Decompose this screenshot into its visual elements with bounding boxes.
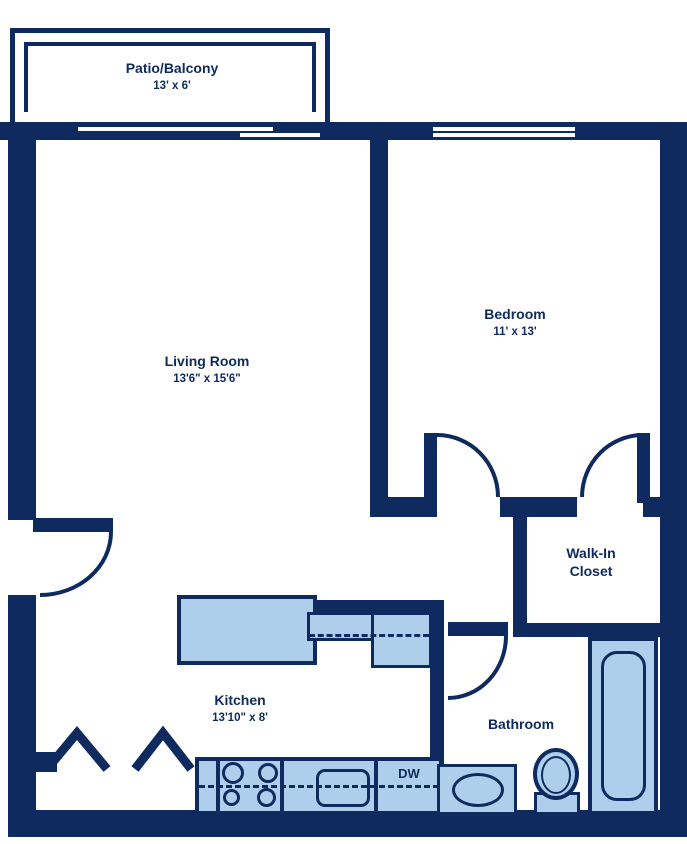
stove-burner-4 [257, 788, 276, 807]
toilet-bowl-inner [541, 756, 571, 794]
sliding-door-slit-2 [240, 133, 320, 137]
walk-in-closet-line2: Closet [569, 562, 613, 579]
walk-in-closet-label: Walk-In Closet [566, 545, 615, 580]
wall-left-lower [8, 595, 36, 837]
kitchen-dims: 13'10" x 8' [212, 712, 268, 724]
entry-door-panel [33, 518, 113, 532]
wall-top [0, 122, 687, 140]
stove-burner-3 [223, 789, 240, 806]
bathroom-door-panel [448, 622, 508, 636]
bedroom-label: Bedroom [484, 306, 546, 322]
bedroom-dims: 11' x 13' [493, 326, 537, 338]
sliding-door-slit-1 [78, 127, 273, 131]
bedroom-door-arc [437, 433, 500, 497]
stove-burner-1 [222, 762, 244, 784]
wall-bedroom-bottom-c [643, 497, 687, 517]
wall-bedroom-bottom-a [370, 497, 437, 517]
bathroom-label: Bathroom [487, 716, 555, 732]
closet-door-arc [580, 433, 643, 497]
patio-dims: 13' x 6' [153, 80, 191, 92]
wall-kitchen-top [310, 600, 444, 612]
kitchen-counter-right [371, 612, 432, 668]
wall-bedroom-bottom-b [500, 497, 577, 517]
wall-hallway-bathroom [430, 600, 444, 767]
bifold-door-symbol [43, 725, 195, 772]
walk-in-closet-line1: Walk-In [566, 545, 616, 561]
kitchen-sink [316, 769, 370, 807]
bedroom-window-slit-1 [433, 127, 575, 131]
dishwasher-label: DW [398, 766, 420, 781]
living-room-dims: 13'6" x 15'6" [173, 373, 241, 385]
balcony-railing-inner [24, 42, 316, 112]
bedroom-window-slit-2 [433, 133, 575, 137]
kitchen-counter-overhang-dash [309, 634, 429, 637]
living-room-label: Living Room [164, 353, 250, 369]
wall-right [660, 140, 687, 837]
vanity-sink-basin [452, 773, 504, 807]
wall-living-bedroom-divider [370, 140, 388, 517]
bathtub-inner [601, 651, 646, 801]
wall-left-upper [8, 140, 36, 520]
bedroom-door-panel [424, 433, 437, 503]
balcony-railing-outer [10, 28, 330, 125]
kitchen-label: Kitchen [214, 692, 266, 708]
wall-closet-bottom [513, 623, 687, 637]
kitchen-counter-dash [199, 785, 439, 788]
patio-label: Patio/Balcony [125, 60, 219, 76]
entry-door-arc [40, 532, 113, 597]
stove-burner-2 [258, 763, 278, 783]
bathroom-door-arc [448, 636, 508, 700]
bathtub [588, 637, 658, 815]
wall-closet-left [513, 497, 527, 637]
kitchen-counter-peninsula [177, 595, 317, 665]
